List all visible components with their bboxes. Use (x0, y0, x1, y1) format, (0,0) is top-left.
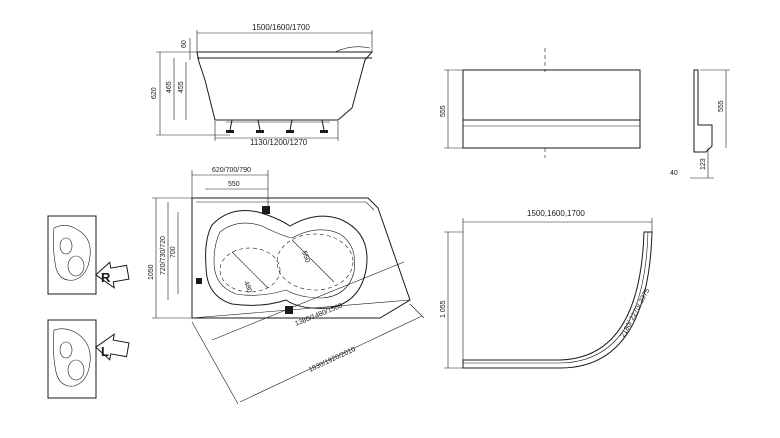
panel-profile-outline (693, 69, 713, 153)
variant-left-letter: L (101, 344, 109, 359)
side-view: 1500/1600/1700 60 620 465 455 1130/1200/… (151, 23, 374, 147)
plan-diag-b-label: 1830/1920/2010 (308, 346, 357, 374)
side-height-label: 620 (151, 87, 158, 99)
variant-left: L (47, 319, 130, 399)
side-rim-label: 60 (181, 40, 188, 48)
variant-right: R (47, 215, 130, 295)
panel-plan-width-label: 1500,1600,1700 (527, 209, 585, 218)
inner-diag-a-label: 480 (242, 280, 253, 293)
plan-top-b-label: 550 (228, 181, 240, 188)
tub-side-outline (196, 51, 374, 121)
side-inner-b-label: 455 (178, 81, 185, 93)
tub-basin-outline (205, 210, 368, 309)
profile-depth-label: 40 (670, 170, 678, 177)
panel-plan-depth-label: 1 055 (440, 300, 447, 318)
arrow-right-icon (94, 261, 130, 289)
profile-foot-label: 123 (700, 158, 707, 170)
tap-fitting (196, 278, 202, 284)
plan-left-a-label: 720/730/720 (160, 236, 167, 275)
panel-plan-view: 1500,1600,1700 1 055 2180/ 2270/ 2375 (440, 209, 653, 369)
side-width-label: 1500/1600/1700 (252, 23, 310, 32)
front-panel-height-label: 555 (440, 105, 447, 117)
tub-legs (226, 119, 330, 133)
front-panel-view: 555 (440, 48, 641, 158)
inner-diag-b-label: 550 (300, 250, 311, 263)
profile-height-label: 555 (718, 100, 725, 112)
side-inner-a-label: 465 (166, 81, 173, 93)
side-base-label: 1130/1200/1270 (250, 138, 308, 147)
plan-view: 480 550 620/700/790 550 1050 720/730/720… (148, 167, 425, 405)
variant-right-letter: R (101, 270, 111, 285)
plan-left-b-label: 700 (170, 246, 177, 258)
tub-plan-outline (191, 197, 411, 319)
panel-profile-view: 555 123 40 (670, 69, 730, 179)
arrow-left-icon (94, 333, 130, 361)
overflow-fitting (262, 206, 270, 214)
plan-depth-label: 1050 (148, 264, 155, 280)
front-panel-outline (462, 69, 641, 149)
plan-top-a-label: 620/700/790 (212, 167, 251, 174)
curved-panel-outline (462, 231, 653, 369)
